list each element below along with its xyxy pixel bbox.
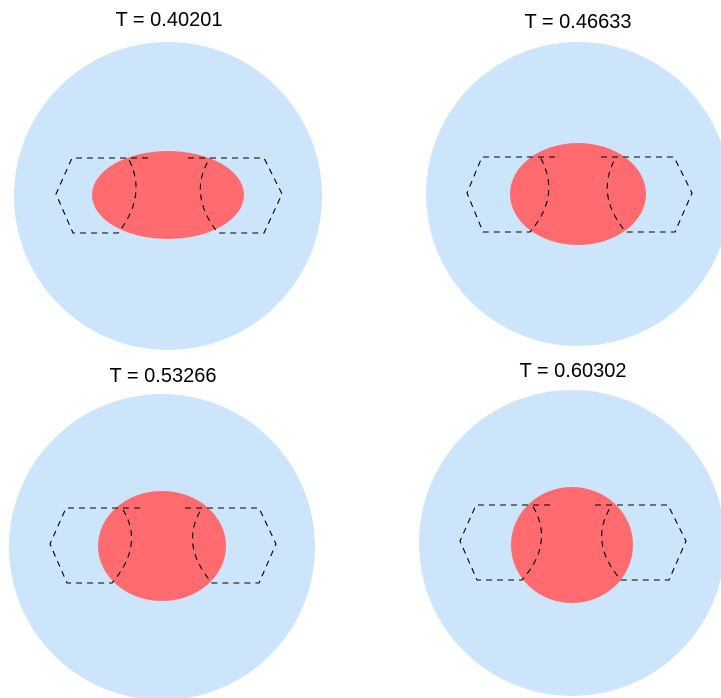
panel-3-right-outline — [185, 507, 277, 584]
panel-1-right-outline — [188, 157, 283, 234]
panel-2-title: T = 0.46633 — [524, 11, 632, 33]
panel-2-left-outline — [466, 156, 555, 233]
panel-4 — [419, 390, 721, 696]
panel-4-right-outline — [595, 504, 687, 581]
panel-1-droplet — [92, 151, 244, 239]
panel-4-title: T = 0.60302 — [519, 360, 627, 382]
panel-3-droplet — [98, 491, 226, 601]
panel-4-droplet — [511, 487, 633, 603]
panel-3 — [9, 394, 315, 698]
panel-2-right-outline — [601, 156, 693, 233]
panel-1-left-outline — [55, 157, 148, 234]
panel-1 — [14, 42, 322, 350]
panel-1-title: T = 0.40201 — [115, 9, 223, 31]
panel-2-droplet — [510, 143, 646, 245]
panel-3-title: T = 0.53266 — [109, 365, 217, 387]
panel-2 — [426, 42, 721, 346]
